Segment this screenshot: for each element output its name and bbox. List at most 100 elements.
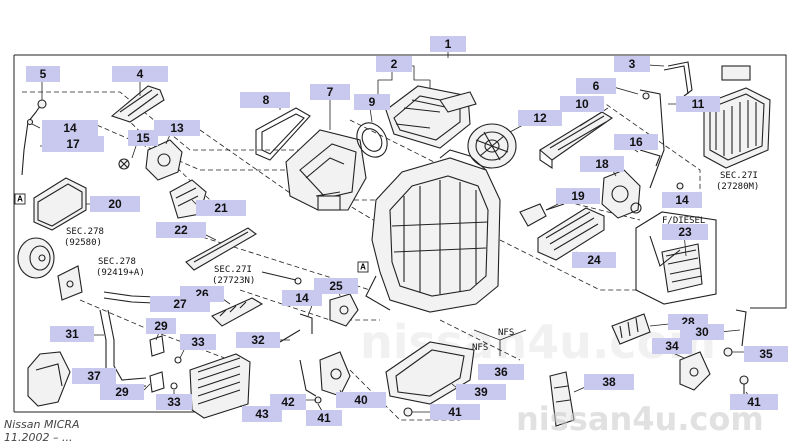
caption-date: 11.2002 – ... [4,431,72,444]
callout-bg-34 [652,338,692,354]
assembly-frame [13,54,787,413]
svg-text:12: 12 [533,111,547,125]
callout-8: 8 [240,92,290,108]
callout-bg-33a [180,334,216,350]
sec-ref-278-a: SEC.278 [66,227,104,237]
actuator-40 [319,351,351,397]
callout-29b: 29 [100,384,144,400]
callout-22: 22 [156,222,206,238]
sec-ref-278-b: SEC.278 [98,257,136,267]
callout-27: 27 [150,296,210,312]
resistor-round [17,237,55,279]
callout-33a: 33 [180,334,216,350]
svg-text:13: 13 [170,121,184,135]
callout-bg-20 [90,196,140,212]
callout-bg-3 [614,56,650,72]
svg-text:20: 20 [108,197,122,211]
svg-text:31: 31 [65,327,79,341]
svg-text:32: 32 [251,333,265,347]
svg-text:4: 4 [137,67,144,81]
screw-41a [403,407,413,417]
callout-bg-43 [242,406,282,422]
svg-text:39: 39 [474,385,488,399]
note-nfs-right: NFS [498,328,514,338]
svg-text:11: 11 [692,97,705,111]
control-cable-17 [21,99,47,176]
grille-28 [611,313,651,345]
callout-bg-32 [236,332,280,348]
callout-6: 6 [576,78,616,94]
callout-bg-41-mid [306,410,342,426]
svg-text:19: 19 [571,189,585,203]
link-rod-27723 [261,271,302,285]
callout-1: 1 [430,36,466,52]
callout-4: 4 [112,66,168,82]
callout-bg-9 [354,94,390,110]
callout-17: 17 [42,136,104,152]
heater-unit-housing [365,149,501,313]
svg-text:21: 21 [214,201,228,215]
actuator-25 [329,293,359,327]
svg-text:35: 35 [759,347,773,361]
callout-31: 31 [50,326,94,342]
rod-30 [735,309,747,347]
callout-bg-10 [560,96,604,112]
sec-ref-278-b-code: (92419+A) [96,268,145,278]
callout-34: 34 [652,338,692,354]
svg-text:36: 36 [494,365,508,379]
callout-25: 25 [314,278,358,294]
callout-32: 32 [236,332,280,348]
note-diesel: F/DIESEL [662,216,705,226]
callout-39: 39 [456,384,506,400]
sensor-19 [519,203,565,227]
note-nfs-left: NFS [472,343,488,353]
callout-9: 9 [354,94,390,110]
callout-16: 16 [614,134,658,150]
callout-bg-29b [100,384,144,400]
svg-text:10: 10 [575,97,589,111]
callout-14a: 14 [42,120,98,136]
caption-model: Nissan MICRA [4,418,80,431]
sec-ref-271-top-code: (27280M) [716,182,759,192]
svg-text:25: 25 [329,279,343,293]
svg-text:41: 41 [317,411,331,425]
panel-38 [549,371,575,427]
callout-bg-27 [150,296,210,312]
svg-text:14: 14 [295,291,309,305]
svg-text:33: 33 [167,395,181,409]
svg-text:5: 5 [40,67,47,81]
callout-bg-21 [196,200,246,216]
callout-13: 13 [154,120,200,136]
evaporator-core [703,65,771,169]
callout-24: 24 [572,252,616,268]
callout-15: 15 [128,130,158,146]
foam-strip-22 [185,227,257,271]
callout-41-mid: 41 [306,410,342,426]
bolt-15 [118,158,130,170]
svg-text:15: 15 [136,131,150,145]
callout-bg-29a [146,318,176,334]
marker-a-center: A [357,261,369,273]
callout-bg-11 [676,96,720,112]
intake-box-7 [285,129,367,211]
svg-text:23: 23 [678,225,692,239]
callout-29a: 29 [146,318,176,334]
svg-text:37: 37 [87,369,101,383]
callout-23: 23 [662,224,708,240]
callout-35: 35 [744,346,788,362]
callout-21: 21 [196,200,246,216]
callout-18: 18 [580,156,624,172]
gasket-8 [255,107,311,161]
callout-38: 38 [584,374,634,390]
callout-bg-41b [730,394,778,410]
callout-bg-6 [576,78,616,94]
callout-2: 2 [376,56,412,72]
svg-text:16: 16 [629,135,643,149]
callout-14c: 14 [662,192,702,208]
dashed-outline-right [499,99,701,291]
callout-bg-7 [310,84,350,100]
callout-bg-17 [42,136,104,152]
callout-bg-13 [154,120,200,136]
callout-bg-1 [430,36,466,52]
